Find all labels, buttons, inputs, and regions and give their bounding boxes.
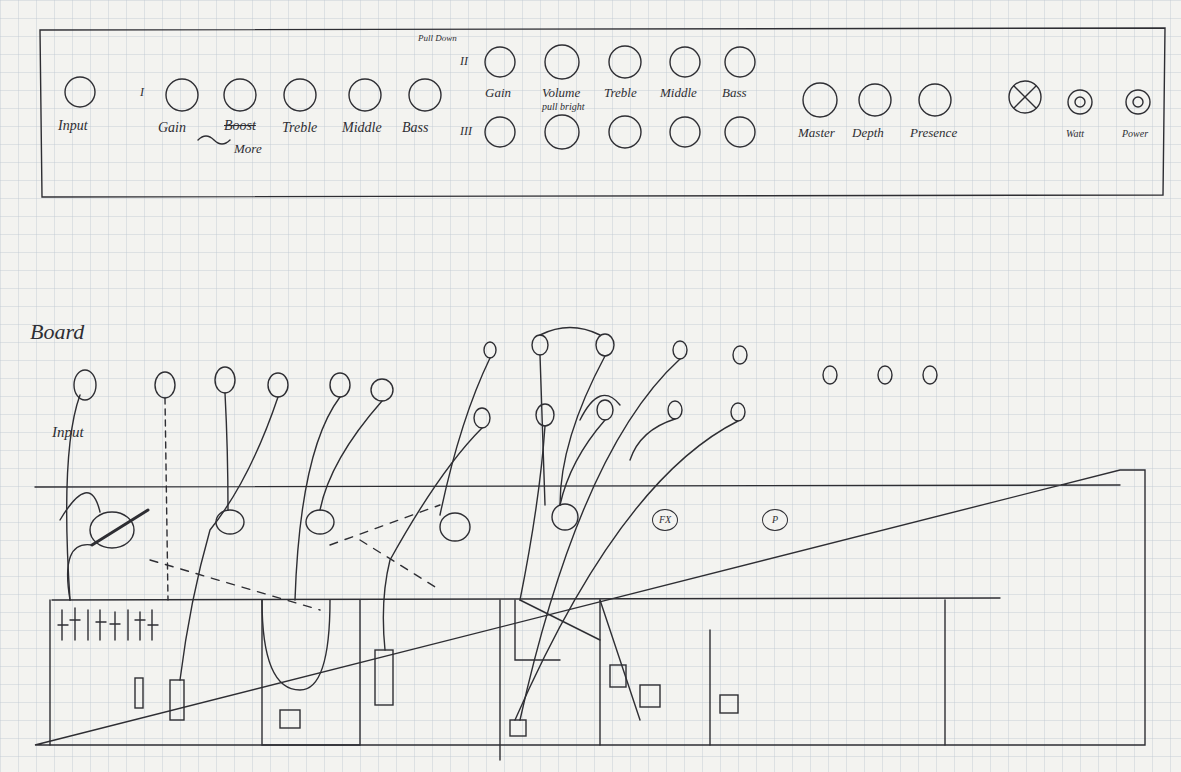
pot-label: P xyxy=(772,515,778,525)
panel-label: Boost xyxy=(224,118,256,133)
panel-label: Treble xyxy=(604,86,637,100)
panel-label: Master xyxy=(798,126,835,140)
board-label: Input xyxy=(52,424,84,441)
panel-label: Treble xyxy=(282,120,317,135)
pot-label: FX xyxy=(659,515,671,525)
panel-label: Volume xyxy=(542,86,580,100)
panel-note: Pull Down xyxy=(418,34,457,44)
panel-label: Watt xyxy=(1066,128,1084,139)
panel-label: Bass xyxy=(402,120,428,135)
panel-label: Presence xyxy=(910,126,957,140)
panel-label: Middle xyxy=(660,86,697,100)
channel-number: I xyxy=(140,86,144,99)
panel-label: Depth xyxy=(852,126,884,140)
panel-label: Input xyxy=(58,118,88,133)
channel-number: III xyxy=(460,125,472,138)
panel-label: More xyxy=(234,142,262,156)
board-pot: FX xyxy=(652,509,678,531)
panel-label: Middle xyxy=(342,120,382,135)
panel-label: Gain xyxy=(158,120,186,135)
panel-label: Bass xyxy=(722,86,747,100)
section-title: Board xyxy=(30,320,84,344)
panel-label: Power xyxy=(1122,128,1148,139)
panel-label: Gain xyxy=(485,86,511,100)
channel-number: II xyxy=(460,55,468,68)
board-pot: P xyxy=(762,509,788,531)
panel-note: pull bright xyxy=(542,101,585,112)
